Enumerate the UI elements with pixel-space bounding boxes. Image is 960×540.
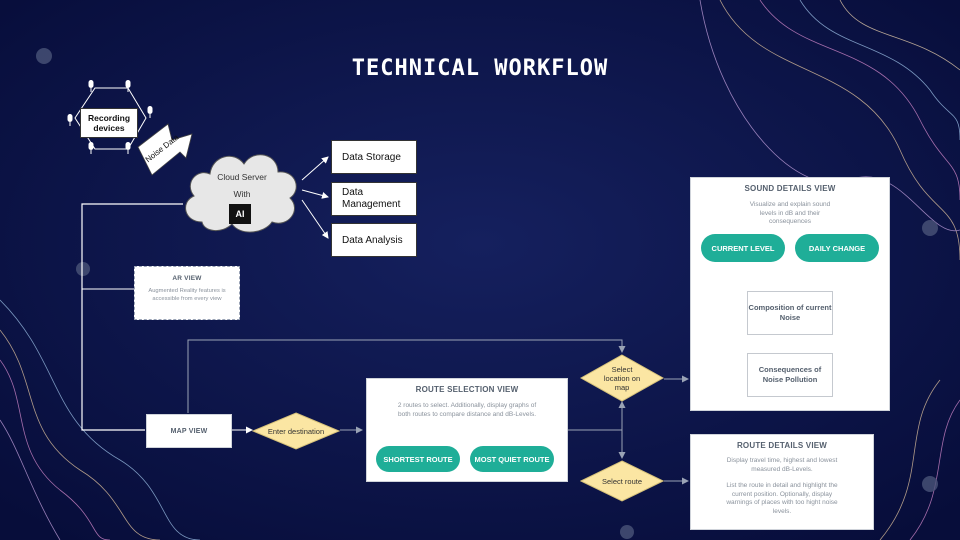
decor-dot <box>620 525 634 539</box>
cloud-with-label: With <box>233 189 251 199</box>
current-level-label: CURRENT LEVEL <box>711 243 775 253</box>
most-quiet-route-button[interactable]: MOST QUIET ROUTE <box>470 446 554 472</box>
ar-view-title: AR VIEW <box>172 275 202 282</box>
sound-details-text: Visualize and explain sound levels in dB… <box>749 201 831 225</box>
route-selection-view: ROUTE SELECTION VIEW 2 routes to select.… <box>366 378 568 482</box>
data-management-box: Data Management <box>331 182 417 216</box>
consequences-box: Consequences of Noise Pollution <box>747 353 833 397</box>
select-route-diamond <box>580 460 664 502</box>
decor-dot <box>922 220 938 236</box>
ai-chip-label: AI <box>235 209 245 219</box>
daily-change-label: DAILY CHANGE <box>808 243 866 253</box>
page-title: TECHNICAL WORKFLOW <box>351 56 609 81</box>
composition-label: Composition of current Noise <box>748 303 832 322</box>
cloud-icon <box>185 154 297 233</box>
route-details-title: ROUTE DETAILS VIEW <box>736 441 828 450</box>
sound-details-view: SOUND DETAILS VIEW Visualize and explain… <box>690 177 890 411</box>
route-selection-title: ROUTE SELECTION VIEW <box>415 385 519 394</box>
decor-dot <box>922 476 938 492</box>
data-management-label: Data Management <box>342 187 401 210</box>
ai-chip-icon: AI <box>229 204 251 224</box>
daily-change-button[interactable]: DAILY CHANGE <box>795 234 879 262</box>
recording-devices-label: Recording devices <box>87 113 131 133</box>
map-view-label: MAP VIEW <box>170 427 208 435</box>
map-view-box: MAP VIEW <box>146 414 232 448</box>
shortest-route-label: SHORTEST ROUTE <box>383 454 453 464</box>
ar-view-text: Augmented Reality features is accessible… <box>148 288 226 302</box>
ar-view-box: AR VIEW Augmented Reality features is ac… <box>134 266 240 320</box>
route-details-text-1: Display travel time, highest and lowest … <box>726 457 838 473</box>
microphone-icons <box>67 80 153 154</box>
data-analysis-box: Data Analysis <box>331 223 417 257</box>
recording-devices-box: Recording devices <box>80 108 138 138</box>
current-level-button[interactable]: CURRENT LEVEL <box>701 234 785 262</box>
composition-box: Composition of current Noise <box>747 291 833 335</box>
select-location-diamond <box>580 354 664 402</box>
data-storage-box: Data Storage <box>331 140 417 174</box>
route-details-text-2: List the route in detail and highlight t… <box>726 482 838 515</box>
enter-destination-label: Enter destination <box>267 426 325 436</box>
cloud-server-label: Cloud Server <box>217 172 267 182</box>
decor-dot <box>76 262 90 276</box>
sound-details-title: SOUND DETAILS VIEW <box>744 184 836 193</box>
most-quiet-route-label: MOST QUIET ROUTE <box>474 454 550 464</box>
select-route-label: Select route <box>601 476 643 486</box>
shortest-route-button[interactable]: SHORTEST ROUTE <box>376 446 460 472</box>
data-storage-label: Data Storage <box>342 151 401 163</box>
data-analysis-label: Data Analysis <box>342 234 403 246</box>
route-details-view: ROUTE DETAILS VIEW Display travel time, … <box>690 434 874 530</box>
enter-destination-diamond <box>252 412 340 450</box>
route-selection-text: 2 routes to select. Additionally, displa… <box>397 402 537 418</box>
select-location-label: Select location on map <box>603 364 641 392</box>
decor-dot <box>36 48 52 64</box>
consequences-label: Consequences of Noise Pollution <box>758 365 822 384</box>
